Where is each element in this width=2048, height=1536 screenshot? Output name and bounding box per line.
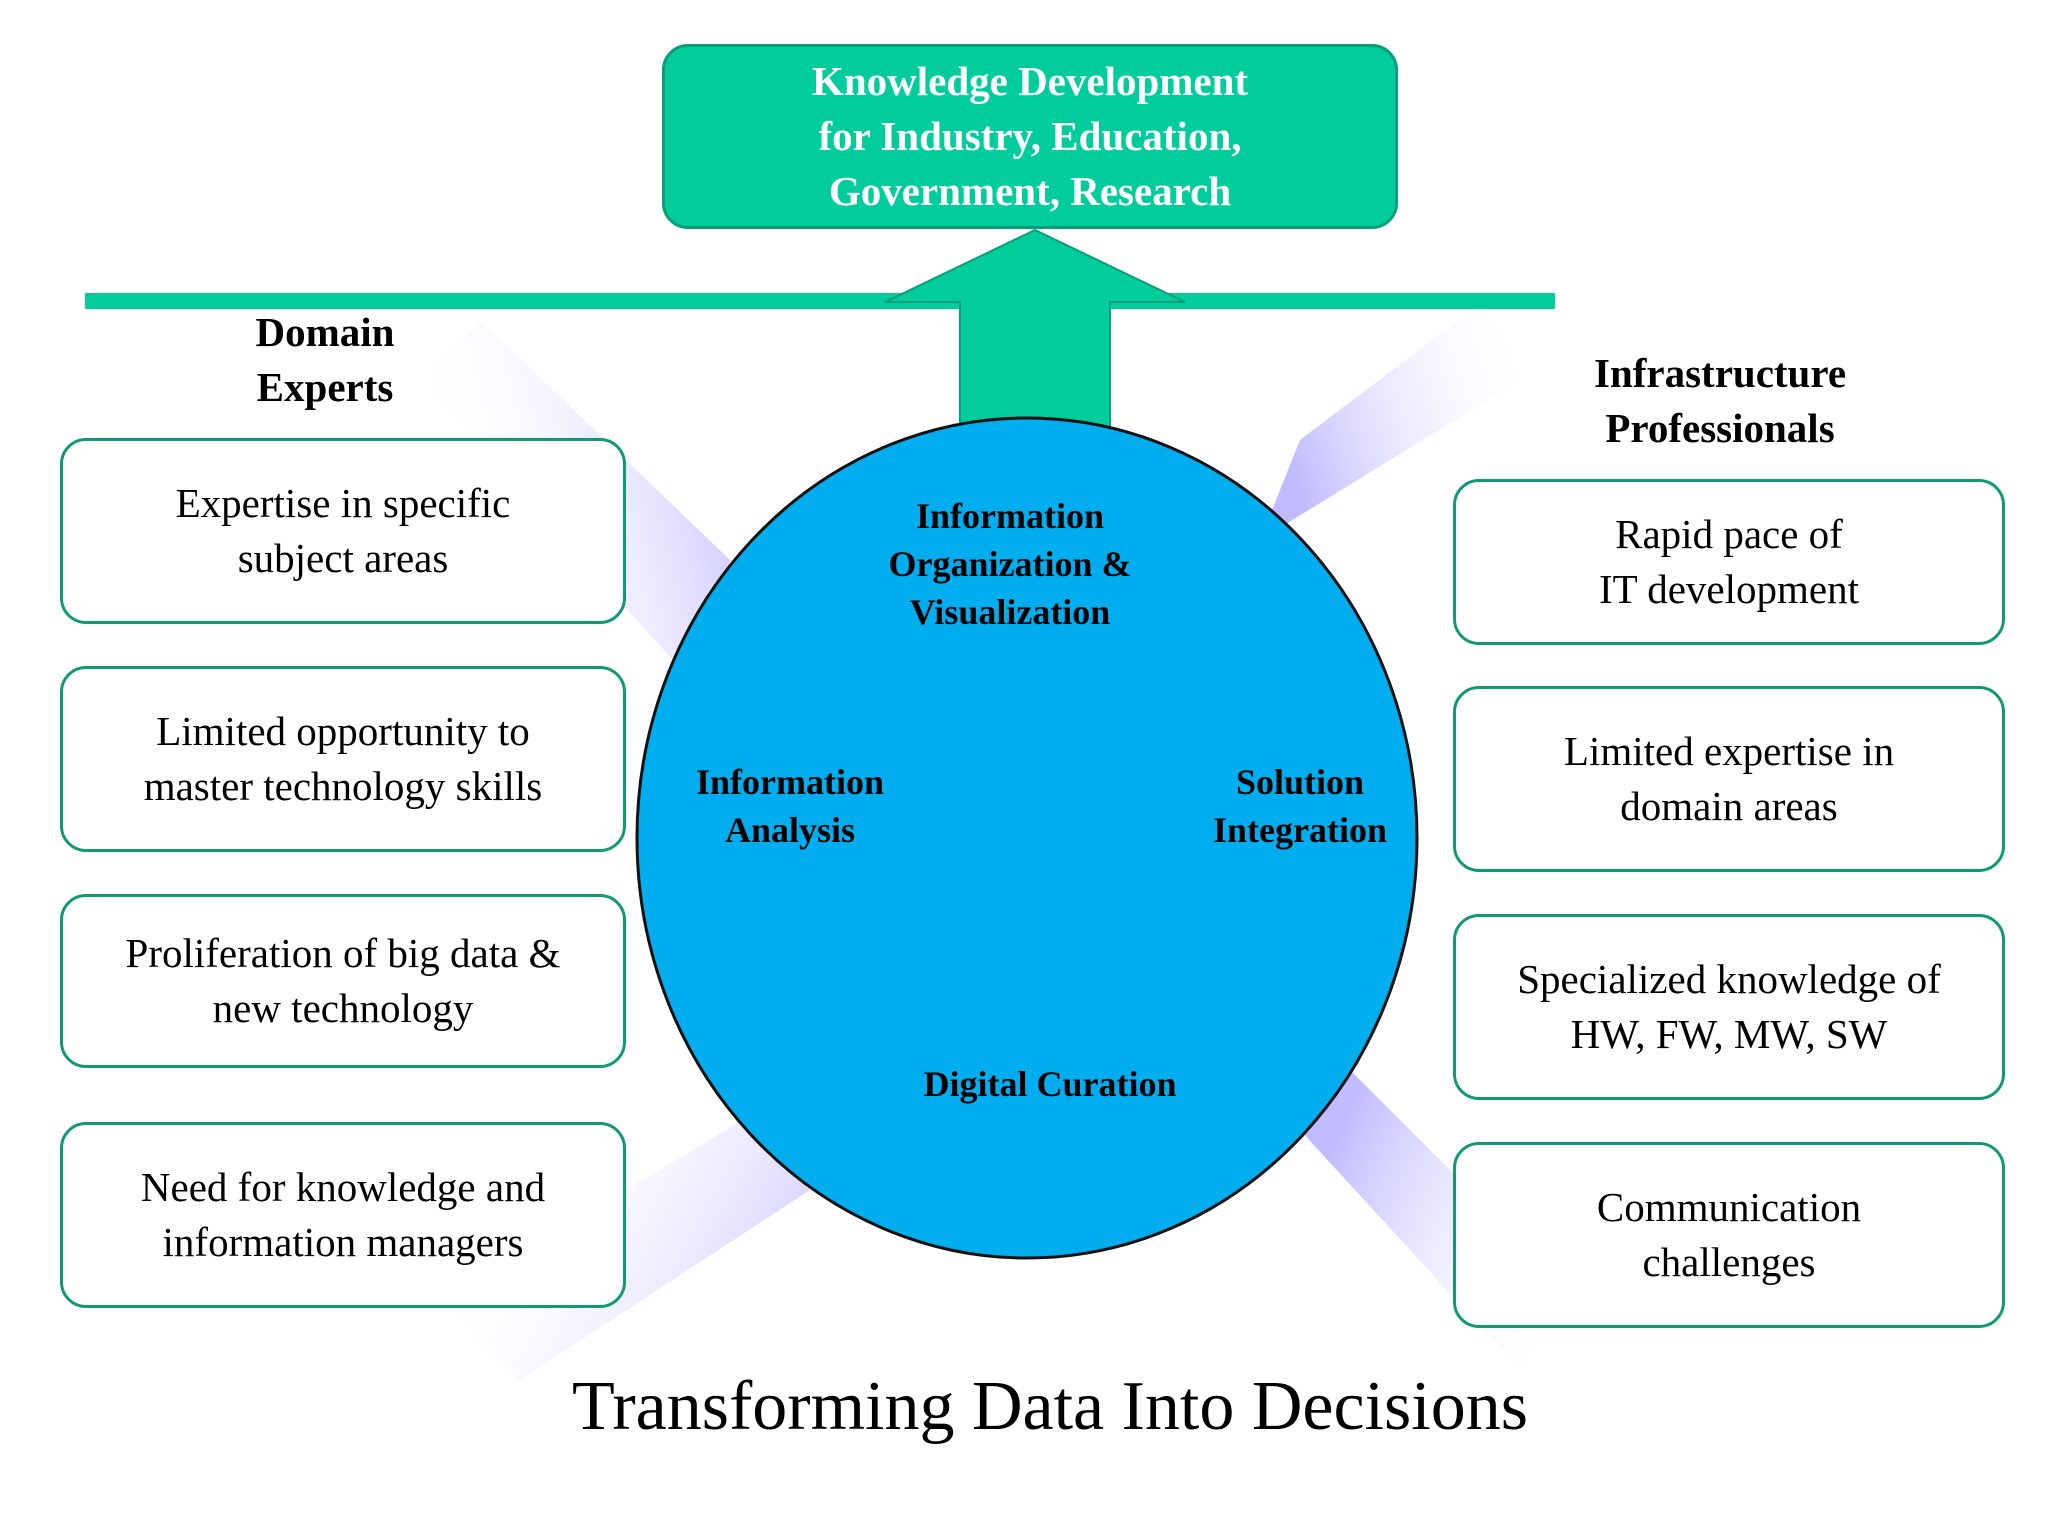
domain-expert-card-2: Limited opportunity to master technology… xyxy=(60,666,626,852)
infrastructure-card-text: Communication challenges xyxy=(1596,1184,1862,1285)
infrastructure-card-2: Limited expertise in domain areas xyxy=(1453,686,2005,872)
domain-expert-card-4: Need for knowledge and information manag… xyxy=(60,1122,626,1308)
domain-expert-card-text: Need for knowledge and information manag… xyxy=(140,1164,546,1265)
knowledge-development-box: Knowledge Development for Industry, Educ… xyxy=(662,44,1398,229)
circle-label-digital-curation: Digital Curation xyxy=(923,1064,1177,1104)
title-box-shape xyxy=(662,44,1398,229)
horizontal-bar xyxy=(85,293,1555,309)
infrastructure-card-4: Communication challenges xyxy=(1453,1142,2005,1328)
center-circle xyxy=(635,416,1419,1260)
domain-expert-card-text: Proliferation of big data & new technolo… xyxy=(125,930,561,1031)
up-arrow xyxy=(884,228,1186,441)
right-upper-glow xyxy=(1260,300,1520,540)
footer-title: Transforming Data Into Decisions xyxy=(572,1368,1528,1445)
circle-label-solution-integration: Solution Integration xyxy=(1213,762,1387,850)
infrastructure-professionals-heading: Infrastructure Professionals xyxy=(1593,350,1847,451)
infrastructure-card-text: Limited expertise in domain areas xyxy=(1563,728,1895,829)
infrastructure-card-3: Specialized knowledge of HW, FW, MW, SW xyxy=(1453,914,2005,1100)
infrastructure-card-text: Specialized knowledge of HW, FW, MW, SW xyxy=(1517,956,1941,1057)
domain-experts-heading: Domain Experts xyxy=(255,309,395,410)
domain-expert-card-1: Expertise in specific subject areas xyxy=(60,438,626,624)
domain-expert-card-text: Limited opportunity to master technology… xyxy=(143,708,543,809)
circle-label-information-analysis: Information Analysis xyxy=(696,762,884,850)
infrastructure-card-1: Rapid pace of IT development xyxy=(1453,479,2005,645)
knowledge-development-title: Knowledge Development for Industry, Educ… xyxy=(811,58,1249,214)
domain-expert-card-3: Proliferation of big data & new technolo… xyxy=(60,894,626,1068)
circle-label-organization-visualization: Information Organization & Visualization xyxy=(888,496,1132,632)
domain-expert-card-text: Expertise in specific subject areas xyxy=(175,480,511,581)
infrastructure-card-text: Rapid pace of IT development xyxy=(1599,511,1859,612)
